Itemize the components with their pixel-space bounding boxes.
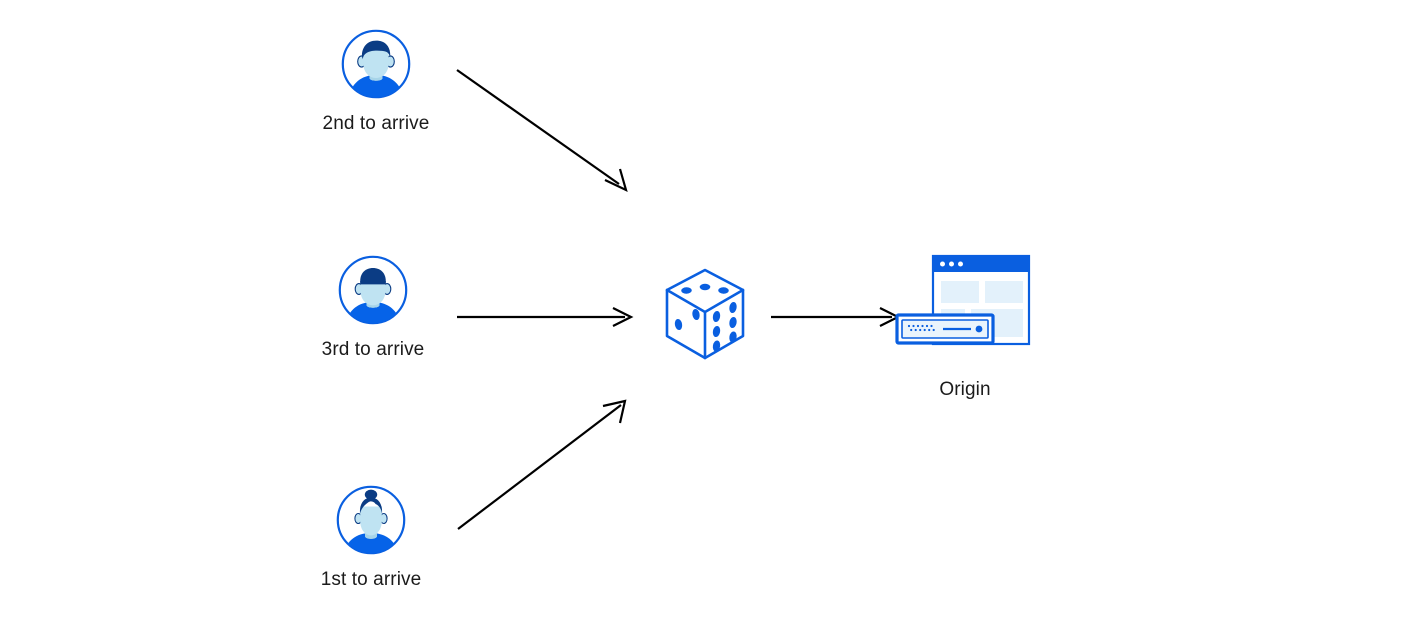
dice-icon [659, 264, 751, 364]
arrow-from-1st-to-randomizer [457, 399, 627, 530]
client-node-1st: 1st to arrive [306, 483, 436, 591]
arrow-from-2nd-to-randomizer [456, 69, 628, 193]
avatar-person-short-hair-icon [339, 27, 413, 101]
client-label-3rd: 3rd to arrive [321, 339, 425, 360]
randomizer-node [659, 264, 751, 364]
server-device [895, 313, 995, 345]
client-node-2nd: 2nd to arrive [311, 27, 441, 135]
arrow-from-3rd-to-randomizer [457, 307, 634, 327]
origin-label: Origin [939, 379, 991, 400]
avatar-person-flat-hair-icon [336, 253, 410, 327]
client-label-2nd: 2nd to arrive [322, 113, 430, 134]
avatar-person-bun-hair-icon [334, 483, 408, 557]
client-label-1st: 1st to arrive [320, 569, 422, 590]
origin-server-browser-icon [893, 253, 1037, 365]
origin-node: Origin [893, 253, 1037, 401]
arrow-from-randomizer-to-origin [771, 307, 901, 327]
client-node-3rd: 3rd to arrive [308, 253, 438, 361]
